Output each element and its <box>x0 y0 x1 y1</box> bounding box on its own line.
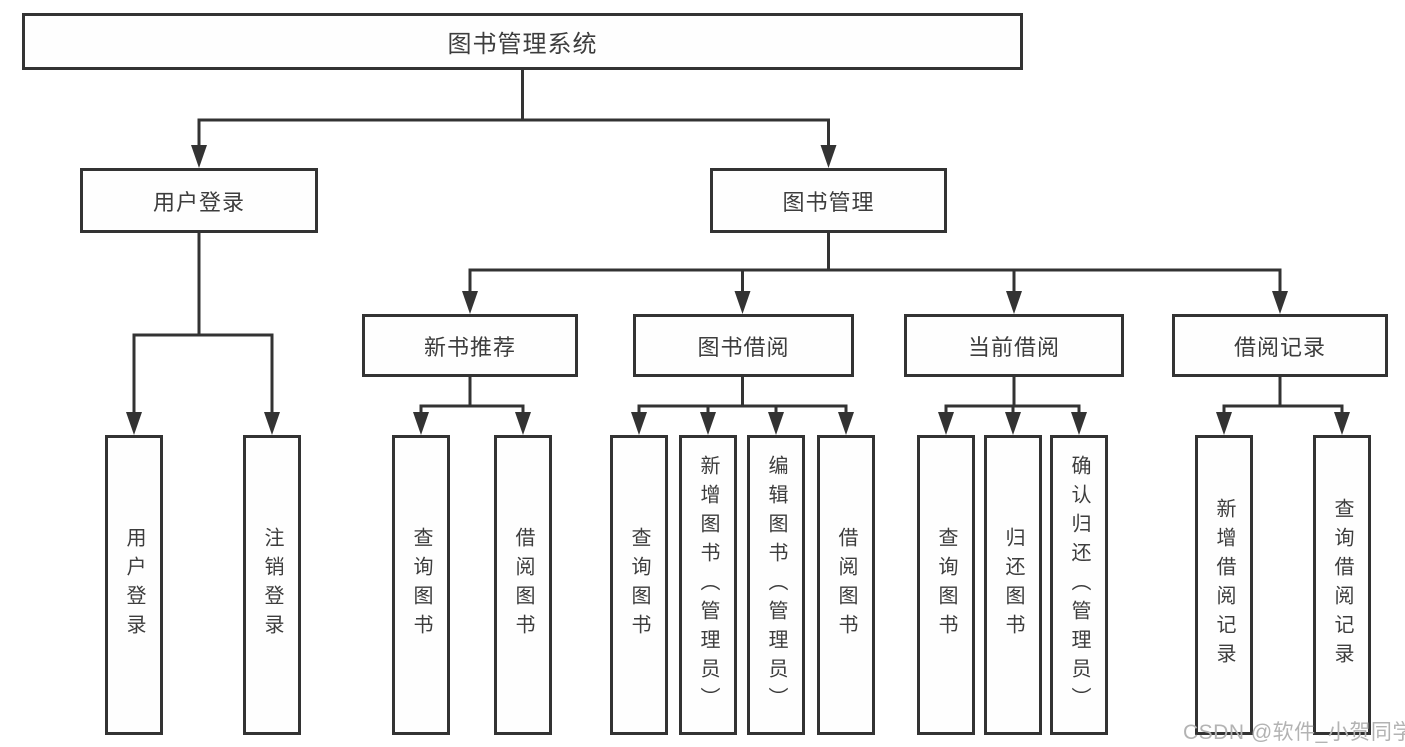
leaf-query-current-book: 查询图书 <box>917 435 975 735</box>
leaf-add-book-admin-label: 新增图书（管理员） <box>697 454 719 716</box>
node-user-login-branch: 用户登录 <box>80 168 318 233</box>
node-book-borrow-label: 图书借阅 <box>697 334 790 360</box>
leaf-query-book-label: 查询图书 <box>628 527 650 643</box>
leaf-confirm-return-admin-label: 确认归还（管理员） <box>1068 454 1090 716</box>
node-system-root: 图书管理系统 <box>22 13 1023 70</box>
node-new-book-recommend-label: 新书推荐 <box>423 334 516 360</box>
node-current-borrow-label: 当前借阅 <box>967 334 1060 360</box>
leaf-query-borrow-record: 查询借阅记录 <box>1313 435 1371 735</box>
leaf-borrow-book-label: 借阅图书 <box>835 527 857 643</box>
arrowheads <box>126 145 1350 435</box>
leaf-user-login: 用户登录 <box>105 435 163 735</box>
node-current-borrow: 当前借阅 <box>904 314 1124 377</box>
node-user-login-branch-label: 用户登录 <box>152 189 245 215</box>
leaf-return-book-label: 归还图书 <box>1002 527 1024 643</box>
tree-edges <box>132 70 1344 414</box>
leaf-confirm-return-admin: 确认归还（管理员） <box>1050 435 1108 735</box>
leaf-logout-label: 注销登录 <box>261 527 283 643</box>
leaf-query-borrow-record-label: 查询借阅记录 <box>1331 498 1353 672</box>
leaf-add-borrow-record-label: 新增借阅记录 <box>1213 498 1235 672</box>
leaf-return-book: 归还图书 <box>984 435 1042 735</box>
leaf-logout: 注销登录 <box>243 435 301 735</box>
csdn-watermark: CSDN @软件_小贺同学 <box>1183 721 1405 744</box>
leaf-borrow-book: 借阅图书 <box>817 435 875 735</box>
leaf-query-book-recommend: 查询图书 <box>392 435 450 735</box>
leaf-query-book-recommend-label: 查询图书 <box>410 527 432 643</box>
node-book-management-branch-label: 图书管理 <box>782 189 875 215</box>
leaf-query-book: 查询图书 <box>610 435 668 735</box>
node-book-borrow: 图书借阅 <box>633 314 854 377</box>
leaf-edit-book-admin-label: 编辑图书（管理员） <box>765 454 787 716</box>
node-borrow-records-label: 借阅记录 <box>1233 334 1326 360</box>
leaf-borrow-book-recommend-label: 借阅图书 <box>512 527 534 643</box>
leaf-query-current-book-label: 查询图书 <box>935 527 957 643</box>
node-new-book-recommend: 新书推荐 <box>362 314 578 377</box>
leaf-add-borrow-record: 新增借阅记录 <box>1195 435 1253 735</box>
node-system-root-label: 图书管理系统 <box>447 31 598 58</box>
leaf-edit-book-admin: 编辑图书（管理员） <box>747 435 805 735</box>
node-book-management-branch: 图书管理 <box>710 168 947 233</box>
node-borrow-records: 借阅记录 <box>1172 314 1388 377</box>
leaf-borrow-book-recommend: 借阅图书 <box>494 435 552 735</box>
leaf-user-login-label: 用户登录 <box>123 527 145 643</box>
leaf-add-book-admin: 新增图书（管理员） <box>679 435 737 735</box>
